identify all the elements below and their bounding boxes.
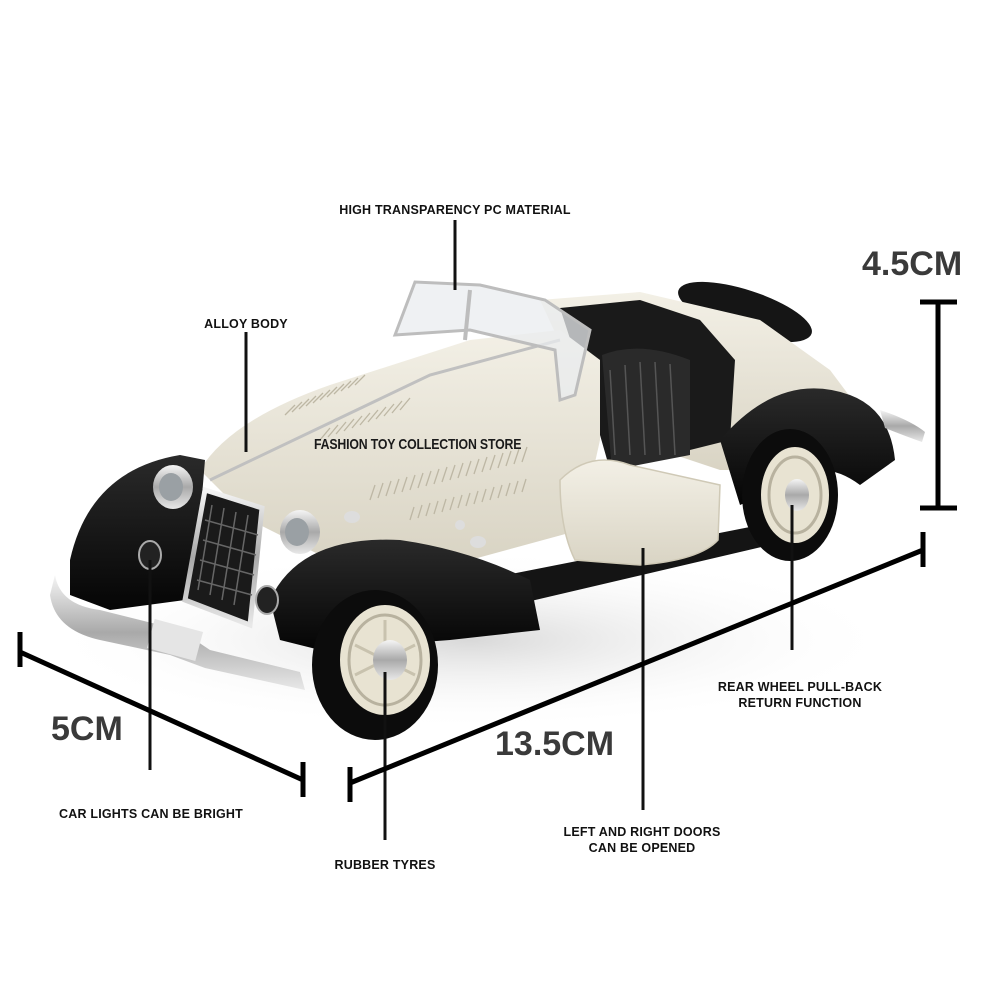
callout-rubber-tyres: RUBBER TYRES (334, 858, 436, 872)
store-watermark: FASHION TOY COLLECTION STORE (314, 436, 522, 453)
callout-windshield: HIGH TRANSPARENCY PC MATERIAL (339, 203, 571, 217)
callout-rear-wheel: REAR WHEEL PULL-BACK RETURN FUNCTION (700, 679, 900, 711)
callout-car-lights: CAR LIGHTS CAN BE BRIGHT (59, 807, 243, 821)
callout-doors-line1: LEFT AND RIGHT DOORS (563, 825, 721, 839)
callout-rear-wheel-line1: REAR WHEEL PULL-BACK (717, 680, 883, 694)
dimension-length-label: 13.5CM (495, 725, 615, 763)
callout-alloy-body: ALLOY BODY (204, 317, 288, 331)
callout-rear-wheel-line2: RETURN FUNCTION (738, 696, 862, 710)
dimension-width-label: 5CM (51, 710, 123, 748)
callout-doors: LEFT AND RIGHT DOORS CAN BE OPENED (542, 824, 742, 856)
callout-doors-line2: CAN BE OPENED (588, 841, 696, 855)
dimension-height-label: 4.5CM (862, 245, 963, 283)
